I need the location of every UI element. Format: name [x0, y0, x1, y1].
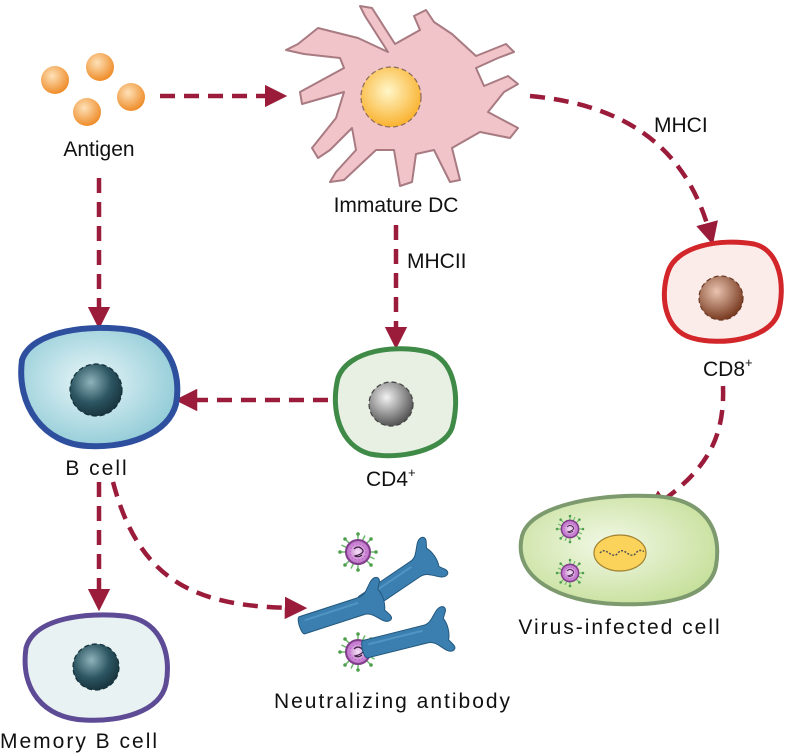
- antigen-particle: [41, 66, 69, 94]
- b-cell-label: B cell: [65, 457, 128, 480]
- virus-infected-cell: [518, 493, 720, 607]
- memory-b-cell: [22, 612, 170, 723]
- memory-b-cell-nucleus: [72, 643, 120, 691]
- immature-dc-label: Immature DC: [334, 194, 459, 217]
- cd8-t-cell: [661, 239, 784, 344]
- dc-nucleus: [360, 66, 422, 128]
- antigen-particles: [41, 53, 145, 126]
- virus-infected-cell-label: Virus-infected cell: [518, 616, 721, 639]
- neutralizing-antibody-group: [291, 531, 457, 673]
- mhc2-label: MHCII: [407, 250, 467, 273]
- cd4-nucleus: [368, 381, 414, 427]
- b-cell: [18, 324, 181, 450]
- antigen-particle: [117, 83, 145, 111]
- virus-particle: [555, 514, 585, 544]
- arrow-bcell-to-antibody: [110, 481, 308, 620]
- cd8-label: CD8+: [703, 355, 753, 381]
- immature-dendritic-cell: [285, 5, 519, 187]
- arrow-cd8-to-infected: [645, 385, 726, 513]
- antigen-particle: [73, 98, 101, 126]
- virus-particle: [337, 531, 379, 573]
- antibody-shape: [355, 604, 457, 673]
- cd4-label: CD4+: [366, 465, 416, 491]
- virus-particle: [555, 558, 585, 588]
- cd4-t-cell: [332, 346, 459, 459]
- neutralizing-antibody-label: Neutralizing antibody: [274, 690, 512, 713]
- viral-genome: [599, 549, 645, 556]
- b-cell-nucleus: [69, 363, 123, 417]
- cd8-nucleus: [698, 275, 744, 321]
- mhc1-label: MHCI: [654, 114, 708, 137]
- antigen-label: Antigen: [63, 138, 134, 161]
- antigen-particle: [86, 53, 114, 81]
- infected-cell-nucleus: [593, 534, 647, 572]
- memory-b-cell-label: Memory B cell: [0, 730, 159, 753]
- arrow-dc-to-cd8: [529, 93, 718, 245]
